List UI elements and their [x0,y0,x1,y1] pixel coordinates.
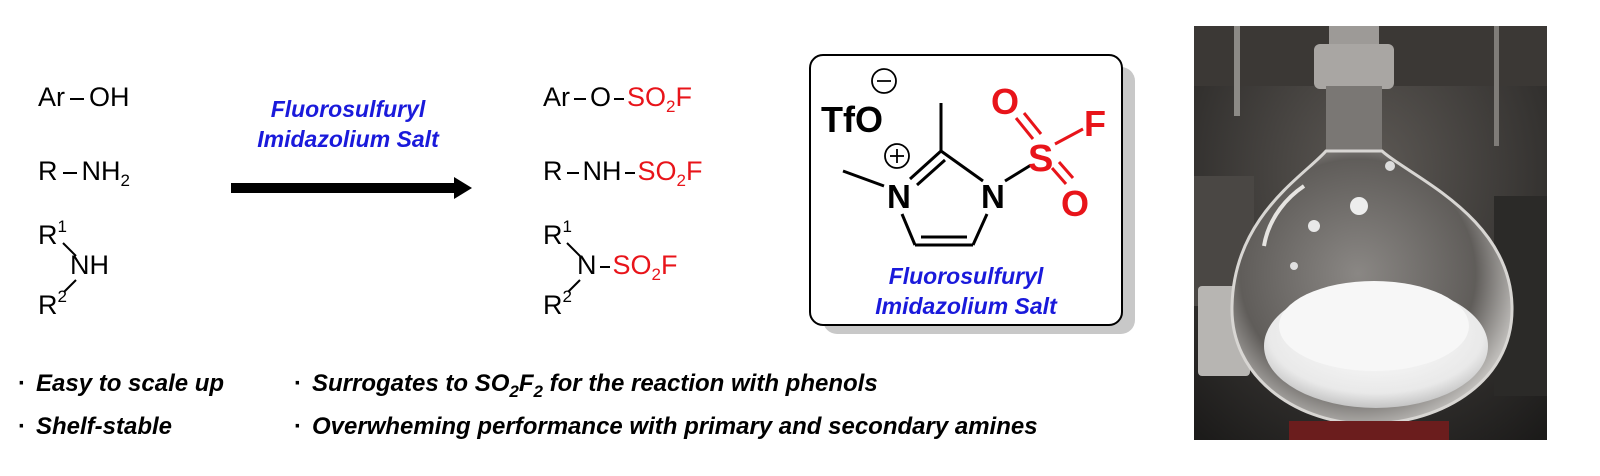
reaction-arrow [231,177,472,199]
fluorine-atom: F [1084,103,1106,144]
structure-box: TfO N N S O O F [809,54,1123,326]
reaction-conditions: Fluorosulfuryl Imidazolium Salt [257,96,439,152]
bullet-amines: ·Overwheming performance with primary an… [294,413,1038,440]
structure-name-line2: Imidazolium Salt [875,293,1058,319]
counterion-label: TfO [821,99,883,140]
oxygen-top: O [991,81,1019,122]
imidazolium-structure: TfO N N S O O F [821,68,1106,319]
structure-name-line1: Fluorosulfuryl [889,263,1044,289]
ring-nitrogen-right: N [981,178,1005,215]
bullet-surrogates: ·Surrogates to SO2F2 for the reaction wi… [294,370,878,401]
bullet-scale-up: ·Easy to scale up [18,370,225,397]
oxygen-bottom: O [1061,183,1089,224]
bullet-shelf-stable: ·Shelf-stable [18,413,173,440]
flask-photo [1194,26,1547,440]
plus-charge-icon [884,143,910,169]
minus-charge-icon [871,68,897,94]
ring-nitrogen-left: N [887,178,911,215]
secondary-amine-bonds [62,242,77,293]
sulfur-atom: S [1028,138,1053,180]
secondary-product-bonds [566,242,581,293]
flask-image [1194,26,1547,440]
